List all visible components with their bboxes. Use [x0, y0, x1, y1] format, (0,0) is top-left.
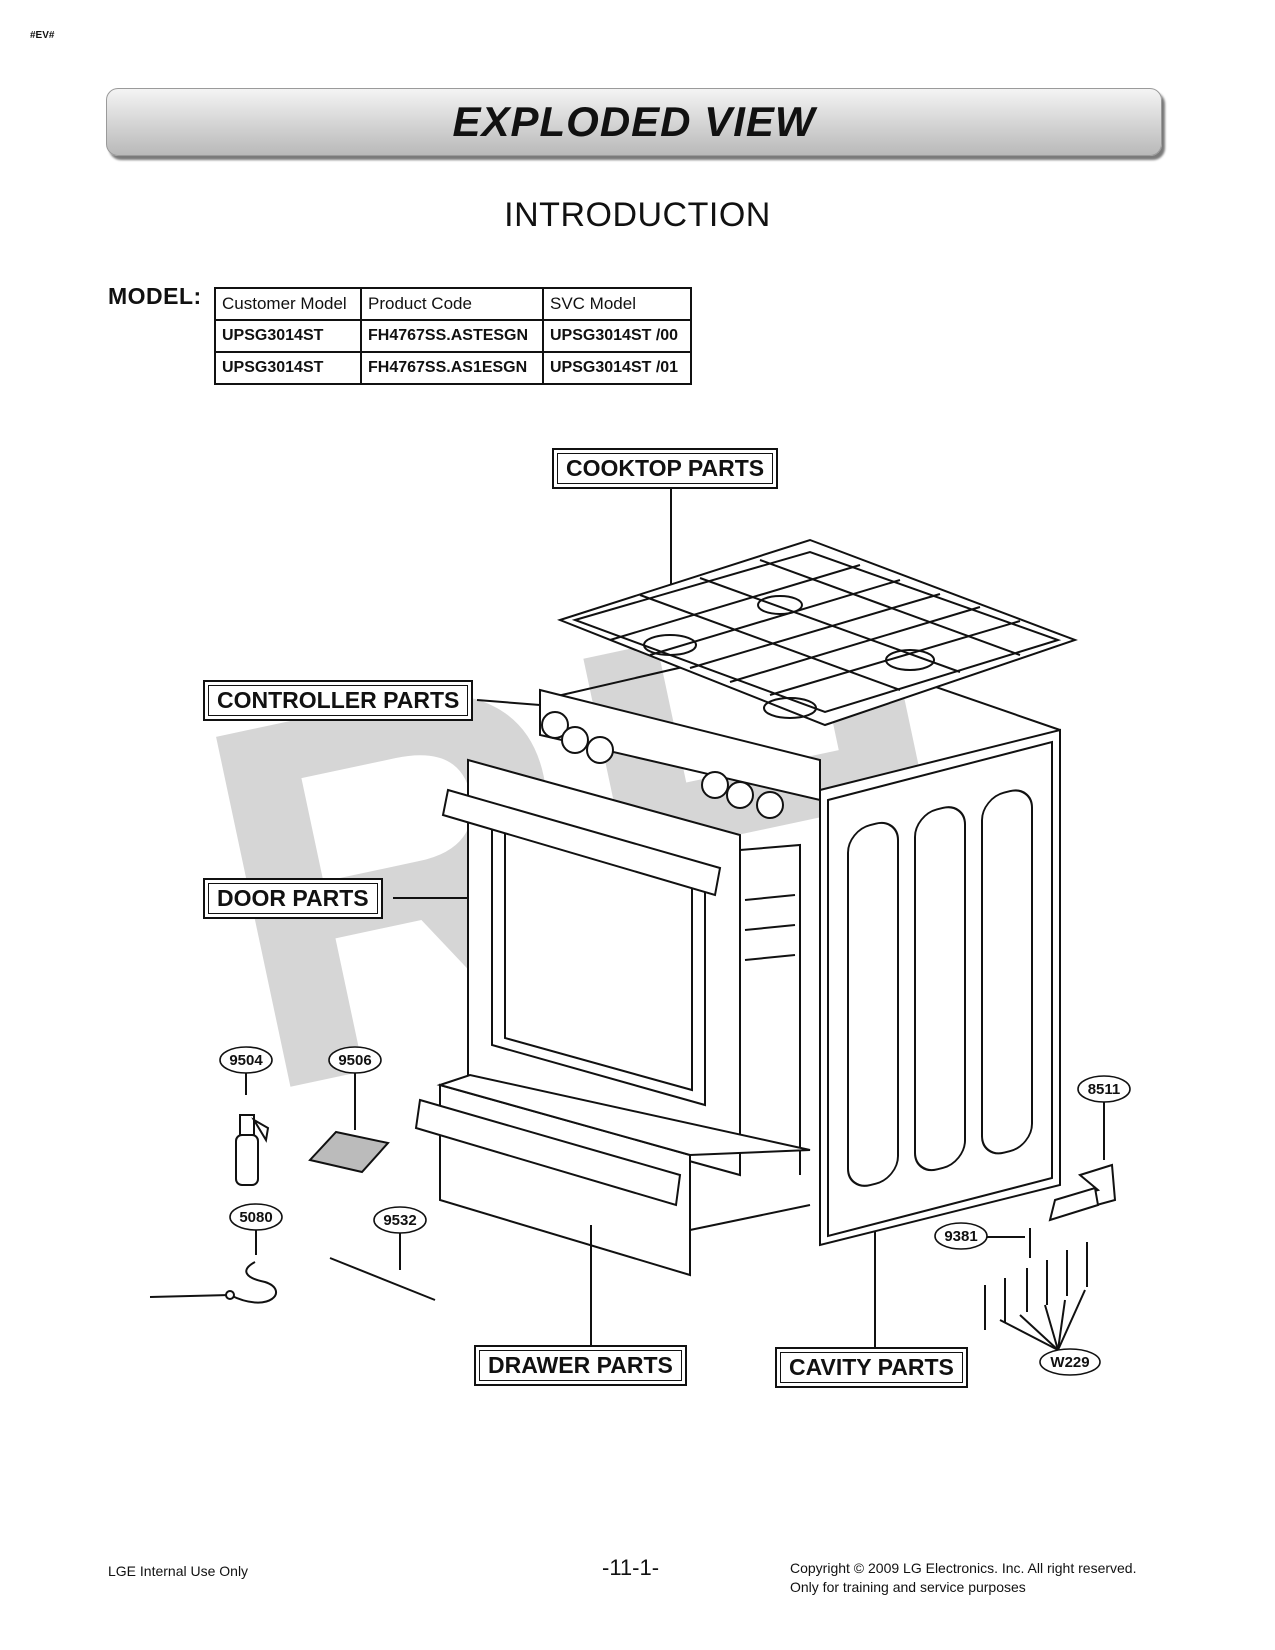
cell-customer-model: UPSG3014ST [214, 351, 362, 385]
header-svc-model: SVC Model [542, 287, 692, 321]
callout-9532: 9532 [383, 1212, 416, 1229]
table-row: UPSG3014ST FH4767SS.ASTESGN UPSG3014ST /… [214, 319, 692, 353]
table-row: UPSG3014ST FH4767SS.AS1ESGN UPSG3014ST /… [214, 351, 692, 385]
accessories [149, 1114, 1117, 1330]
callout-9506: 9506 [338, 1052, 371, 1069]
section-subtitle: INTRODUCTION [504, 196, 771, 234]
page-number: -11-1- [602, 1555, 660, 1580]
page-title: EXPLODED VIEW [452, 98, 816, 145]
label-cooktop-parts: COOKTOP PARTS [552, 448, 779, 489]
callout-ovals [219, 1046, 1131, 1376]
cell-customer-model: UPSG3014ST [214, 319, 362, 353]
label-cavity-parts: CAVITY PARTS [775, 1347, 968, 1388]
copyright-line-1: Copyright © 2009 LG Electronics. Inc. Al… [790, 1560, 1137, 1576]
model-table: Customer Model Product Code SVC Model UP… [214, 287, 692, 385]
callout-5080: 5080 [239, 1209, 272, 1226]
corner-tag: #EV# [30, 30, 55, 41]
label-door-parts: DOOR PARTS [203, 878, 383, 919]
callout-9504: 9504 [229, 1052, 263, 1069]
header-customer-model: Customer Model [214, 287, 362, 321]
callout-8511: 8511 [1088, 1081, 1121, 1098]
cell-product-code: FH4767SS.ASTESGN [360, 319, 544, 353]
footer-internal-use: LGE Internal Use Only [108, 1563, 249, 1579]
label-drawer-parts: DRAWER PARTS [474, 1345, 687, 1386]
leader-lines [245, 487, 1105, 1351]
cell-svc-model: UPSG3014ST /00 [542, 319, 692, 353]
cell-svc-model: UPSG3014ST /01 [542, 351, 692, 385]
header-product-code: Product Code [360, 287, 544, 321]
title-banner: EXPLODED VIEW [106, 88, 1162, 156]
label-controller-parts: CONTROLLER PARTS [203, 680, 474, 721]
model-table-header: Customer Model Product Code SVC Model [214, 287, 692, 321]
copyright-line-2: Only for training and service purposes [790, 1579, 1026, 1595]
model-label: MODEL: [108, 283, 202, 309]
cell-product-code: FH4767SS.AS1ESGN [360, 351, 544, 385]
footer-copyright: Copyright © 2009 LG Electronics. Inc. Al… [790, 1559, 1136, 1597]
callout-9381: 9381 [944, 1228, 977, 1245]
callout-W229: W229 [1050, 1354, 1089, 1371]
range-body [414, 538, 1078, 1277]
